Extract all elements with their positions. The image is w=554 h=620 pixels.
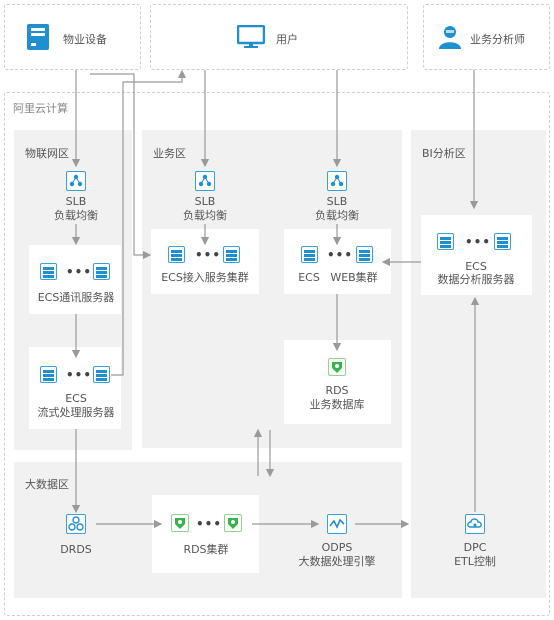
rds-icon (171, 514, 189, 532)
ecs-web-label-b: WEB集群 (330, 271, 378, 284)
slb-web-sub: 负载均衡 (315, 209, 359, 222)
rds-cluster-card (152, 495, 259, 573)
ecs-access-label: ECS接入服务集群 (161, 271, 249, 284)
slb-biz-title: SLB (194, 195, 216, 208)
business-zone-label: 业务区 (153, 147, 186, 160)
ecs-web-label-a: ECS (298, 271, 320, 284)
ecs-stream-sub: 流式处理服务器 (37, 406, 115, 419)
ellipsis-icon: ••• (66, 368, 93, 382)
server-icon (93, 263, 110, 280)
rds-icon (328, 358, 346, 376)
dpc-title: DPC (463, 541, 487, 554)
equipment-label: 物业设备 (63, 33, 107, 46)
ecs-analysis-sub: 数据分析服务器 (437, 273, 515, 286)
odps-icon (327, 514, 347, 534)
analyst-label: 业务分析师 (470, 33, 525, 46)
bi-zone-label: BI分析区 (422, 147, 466, 160)
ellipsis-icon: ••• (465, 235, 492, 249)
server-icon (93, 366, 110, 383)
server-icon (40, 366, 57, 383)
rds-cluster-label: RDS集群 (183, 543, 229, 556)
monitor-icon (236, 24, 266, 49)
iot-zone-label: 物联网区 (25, 147, 69, 160)
ecs-analysis-card (421, 215, 532, 295)
device-icon (26, 23, 50, 51)
slb-iot-title: SLB (65, 195, 87, 208)
slb-icon (66, 171, 86, 191)
cloud-label: 阿里云计算 (13, 102, 68, 115)
bigdata-zone-label: 大数据区 (25, 478, 69, 491)
drds-icon (66, 514, 86, 534)
slb-icon (327, 171, 347, 191)
ellipsis-icon: ••• (196, 517, 223, 531)
user-label: 用户 (276, 33, 298, 46)
slb-biz-sub: 负载均衡 (183, 209, 227, 222)
server-icon (301, 246, 318, 263)
ecs-stream-title: ECS (65, 392, 87, 405)
server-icon (437, 233, 454, 250)
dpc-sub: ETL控制 (454, 555, 496, 568)
server-icon (494, 233, 511, 250)
drds-label: DRDS (60, 543, 92, 556)
person-icon (438, 24, 462, 50)
dpc-icon (465, 514, 485, 534)
server-icon (223, 246, 240, 263)
server-icon (40, 263, 57, 280)
rds-biz-sub: 业务数据库 (309, 398, 365, 411)
ecs-stream-card (29, 347, 121, 429)
server-icon (356, 246, 373, 263)
slb-iot-sub: 负载均衡 (54, 209, 98, 222)
equipment-box (4, 4, 141, 70)
ecs-comm-label: ECS通讯服务器 (37, 291, 115, 304)
ellipsis-icon: ••• (66, 265, 93, 279)
slb-web-title: SLB (326, 195, 348, 208)
cloud-region (4, 92, 550, 616)
ecs-analysis-title: ECS (465, 260, 487, 273)
ellipsis-icon: ••• (327, 248, 354, 262)
server-icon (168, 246, 185, 263)
odps-title: ODPS (321, 541, 353, 554)
rds-icon (224, 514, 242, 532)
rds-biz-title: RDS (325, 384, 349, 397)
user-box (150, 4, 408, 70)
ellipsis-icon: ••• (195, 248, 222, 262)
slb-icon (195, 171, 215, 191)
analyst-box (423, 4, 550, 70)
rds-biz-card (284, 340, 391, 424)
odps-sub: 大数据处理引擎 (298, 555, 376, 568)
